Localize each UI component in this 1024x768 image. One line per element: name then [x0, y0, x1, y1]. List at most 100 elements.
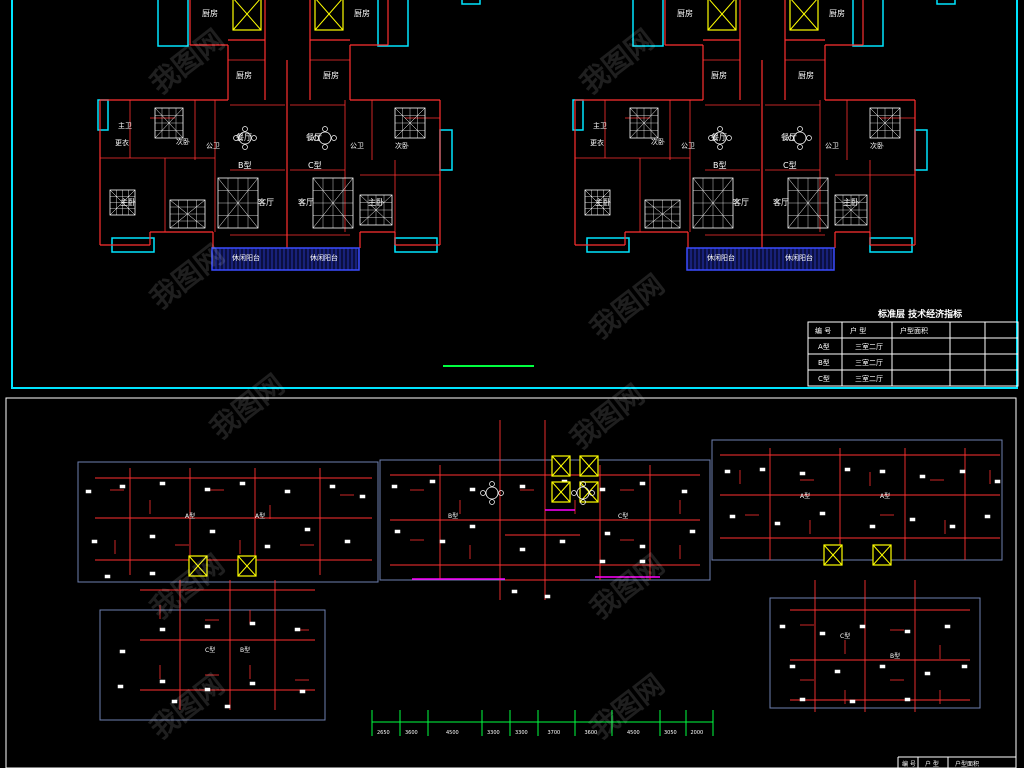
table-top: [318, 131, 332, 145]
room-tag: [599, 559, 606, 564]
room-label: 主卫: [593, 121, 607, 130]
room-tag: [789, 664, 796, 669]
unit-type-label: C型: [618, 512, 628, 520]
room-label: 更衣: [590, 138, 604, 147]
room-tag: [599, 487, 606, 492]
furniture-pattern: [787, 177, 829, 229]
unit-outline: [769, 597, 981, 709]
furniture-block: [629, 107, 659, 139]
room-tag: [859, 624, 866, 629]
chair: [571, 490, 577, 496]
room-tag: [984, 514, 991, 519]
table-header-area: 户型面积: [900, 326, 928, 335]
top-sheet-frame: [11, 0, 1018, 389]
furniture-pattern: [644, 199, 681, 229]
furniture-block: [109, 189, 136, 216]
chair: [480, 490, 486, 496]
unit-type-label: A型: [255, 512, 265, 520]
balcony-strip: [686, 247, 835, 271]
room-tag: [249, 681, 256, 686]
furniture-block: [154, 107, 184, 139]
furniture-block: [644, 199, 681, 229]
room-tag: [159, 481, 166, 486]
dimension-value: 2650: [377, 730, 390, 736]
furniture-pattern: [359, 194, 393, 226]
room-tag: [519, 484, 526, 489]
room-label: 公卫: [825, 142, 839, 150]
room-tag: [224, 704, 231, 709]
chair: [788, 135, 794, 141]
room-tag: [284, 489, 291, 494]
room-tag: [511, 589, 518, 594]
bottom-table-fragment: 编 号 户 型 户型面积: [897, 756, 1016, 768]
furniture-pattern: [169, 199, 206, 229]
room-label: C型: [783, 161, 797, 170]
room-tag: [149, 534, 156, 539]
room-label: 客厅: [733, 197, 749, 207]
room-tag: [359, 494, 366, 499]
table-row-b-type: 三室二厅: [855, 358, 883, 367]
unit-type-label: B型: [890, 652, 900, 660]
chair: [726, 135, 732, 141]
bottom-sheet-frame: [5, 397, 1017, 768]
room-label: 次卧: [176, 137, 190, 146]
room-label: 厨房: [677, 8, 693, 18]
room-tag: [639, 559, 646, 564]
room-tag: [117, 684, 124, 689]
furniture-block: [692, 177, 734, 229]
room-tag: [919, 474, 926, 479]
exterior-frame: [377, 0, 409, 47]
elevator-icon: [823, 544, 843, 566]
elevator-cross: [551, 481, 571, 503]
unit-type-label: C型: [205, 646, 215, 654]
bottom-table-header-area: 户型面积: [955, 760, 979, 768]
room-tag: [819, 631, 826, 636]
unit-type-label: C型: [840, 632, 850, 640]
elevator-icon: [872, 544, 892, 566]
room-tag: [774, 521, 781, 526]
room-tag: [724, 469, 731, 474]
room-tag: [149, 571, 156, 576]
unit-outline: [99, 609, 326, 721]
balcony-strip: [211, 247, 360, 271]
table-row-a-id: A型: [818, 342, 830, 351]
furniture-block: [394, 107, 426, 139]
dimension-value: 3600: [585, 730, 598, 736]
dimension-value: 3050: [664, 730, 677, 736]
furniture-block: [169, 199, 206, 229]
room-label: 次卧: [651, 137, 665, 146]
room-tag: [119, 484, 126, 489]
room-tag: [799, 697, 806, 702]
table-title: 标准层 技术经济指标: [877, 308, 962, 320]
room-tag: [944, 624, 951, 629]
elevator-icon: [232, 0, 262, 31]
room-tag: [159, 679, 166, 684]
chair: [797, 144, 803, 150]
furniture-block: [869, 107, 901, 139]
room-tag: [639, 544, 646, 549]
dimension-value: 4500: [627, 730, 640, 736]
room-label: C型: [308, 161, 322, 170]
chair: [489, 481, 495, 487]
chair: [313, 135, 319, 141]
elevator-icon: [579, 455, 599, 477]
room-label: 厨房: [798, 70, 814, 80]
room-tag: [344, 539, 351, 544]
elevator-cross: [789, 0, 817, 31]
chair: [797, 126, 803, 132]
unit-type-label: A型: [185, 512, 195, 520]
furniture-block: [217, 177, 259, 229]
unit-type-label: A型: [800, 492, 810, 500]
room-tag: [264, 544, 271, 549]
table-row-c-id: C型: [818, 374, 830, 383]
table-top: [485, 486, 499, 500]
unit-outline: [711, 439, 1003, 561]
room-label: 公卫: [681, 142, 695, 150]
room-tag: [119, 649, 126, 654]
furniture-pattern: [869, 107, 901, 139]
table-header-type: 户 型: [850, 326, 866, 335]
room-label: 公卫: [206, 142, 220, 150]
elevator-icon: [188, 555, 208, 577]
